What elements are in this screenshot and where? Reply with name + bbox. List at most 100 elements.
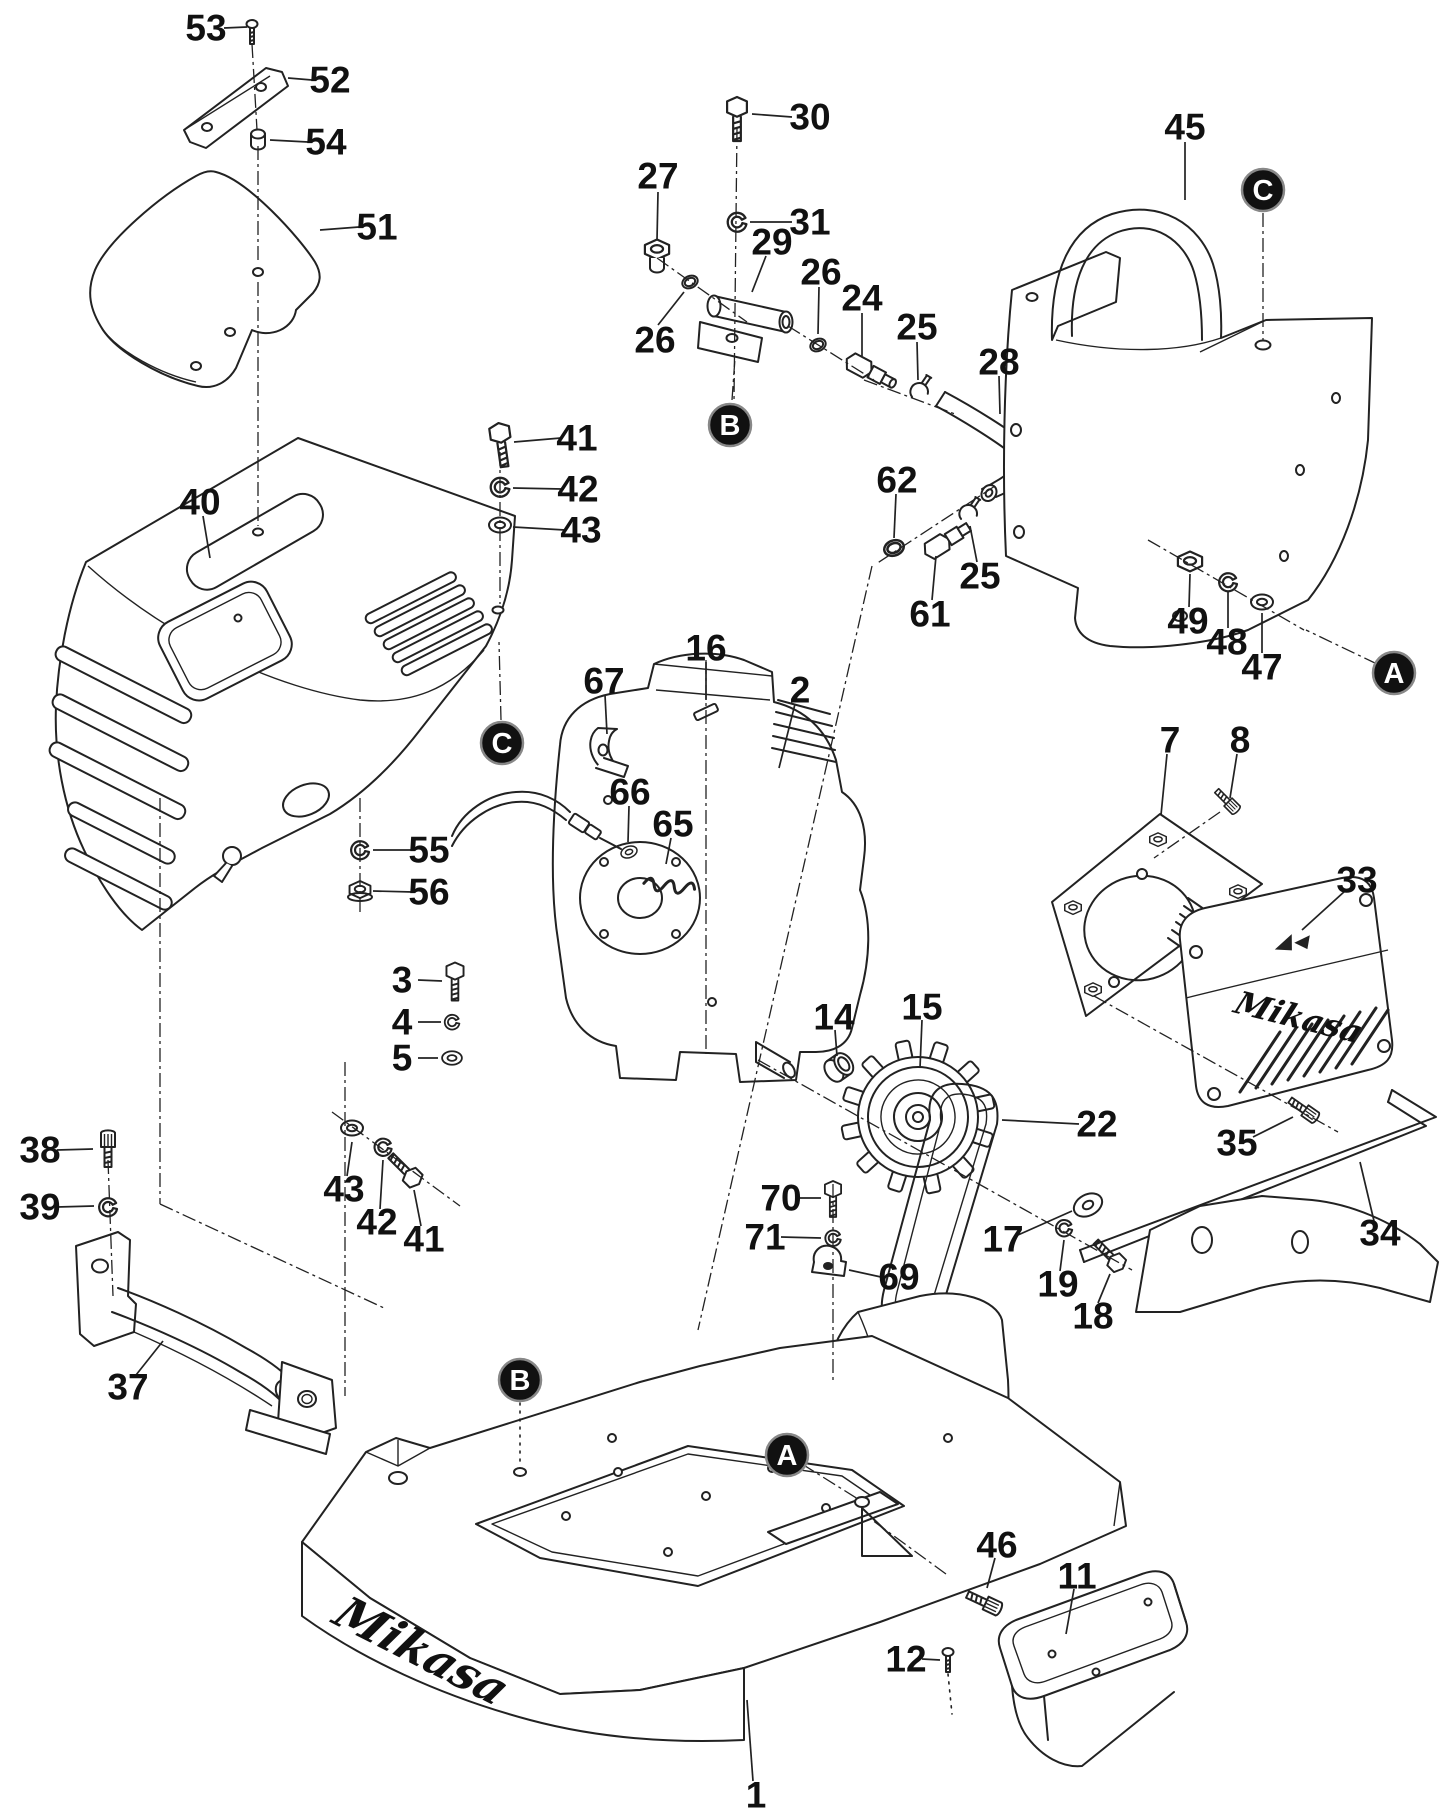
rubber-pad-11 bbox=[997, 1570, 1189, 1768]
leader-line bbox=[656, 191, 659, 241]
bolt-18 bbox=[1088, 1234, 1130, 1276]
clamp-69 bbox=[811, 1244, 847, 1277]
marker-letter-A: A bbox=[1384, 658, 1405, 690]
washer-17 bbox=[1072, 1192, 1104, 1218]
callout-31: 31 bbox=[789, 202, 830, 243]
callout-8: 8 bbox=[1230, 720, 1251, 761]
callout-52: 52 bbox=[309, 60, 350, 101]
leader-line bbox=[1001, 1119, 1080, 1125]
cover-plate-51 bbox=[89, 170, 321, 388]
callout-37: 37 bbox=[107, 1367, 148, 1408]
callout-35: 35 bbox=[1216, 1123, 1257, 1164]
callout-43: 43 bbox=[323, 1169, 364, 1210]
leader-line bbox=[1160, 753, 1168, 816]
callout-67: 67 bbox=[583, 661, 624, 702]
callout-19: 19 bbox=[1037, 1264, 1078, 1305]
callout-18: 18 bbox=[1072, 1296, 1113, 1337]
leader-line bbox=[657, 291, 685, 326]
hose-clamp-25b bbox=[954, 494, 986, 522]
assembly-marker-A: A bbox=[1371, 650, 1417, 696]
marker-letter-B: B bbox=[510, 1365, 531, 1397]
handle-37 bbox=[75, 1231, 337, 1455]
assembly-marker-C: C bbox=[1240, 167, 1286, 213]
lock-washer-39 bbox=[98, 1197, 119, 1218]
callout-22: 22 bbox=[1076, 1104, 1117, 1145]
bolt-41b bbox=[383, 1148, 427, 1192]
leader-line bbox=[513, 437, 562, 443]
callout-51: 51 bbox=[356, 207, 397, 248]
callout-43: 43 bbox=[560, 510, 601, 551]
callout-2: 2 bbox=[790, 670, 811, 711]
leader-line bbox=[1301, 890, 1346, 931]
callout-30: 30 bbox=[789, 97, 830, 138]
callout-62: 62 bbox=[876, 460, 917, 501]
callout-4: 4 bbox=[392, 1002, 413, 1043]
callout-53: 53 bbox=[185, 8, 226, 49]
leader-line bbox=[834, 1029, 838, 1057]
callout-27: 27 bbox=[637, 156, 678, 197]
marker-letter-A: A bbox=[777, 1440, 798, 1472]
leader-line bbox=[269, 139, 309, 143]
spring-65 bbox=[642, 876, 697, 895]
engine-hood-40 bbox=[48, 437, 516, 931]
callout-26: 26 bbox=[634, 320, 675, 361]
callout-46: 46 bbox=[976, 1525, 1017, 1566]
strip-52 bbox=[183, 67, 289, 149]
marker-leader bbox=[801, 1463, 859, 1500]
callout-14: 14 bbox=[813, 997, 855, 1038]
marker-letter-B: B bbox=[720, 410, 741, 442]
callout-26: 26 bbox=[800, 252, 841, 293]
leader-line bbox=[417, 979, 443, 982]
callout-28: 28 bbox=[978, 342, 1019, 383]
cable-clamp-67 bbox=[589, 727, 629, 778]
leader-line bbox=[780, 1236, 822, 1239]
callout-34: 34 bbox=[1359, 1213, 1401, 1254]
lock-washer-4 bbox=[443, 1013, 461, 1031]
leader-line bbox=[969, 525, 978, 563]
screw-53 bbox=[245, 19, 259, 45]
washer-43b bbox=[340, 1119, 364, 1137]
nut-27 bbox=[643, 238, 671, 274]
leader-line bbox=[512, 526, 566, 531]
leader-line bbox=[372, 890, 414, 893]
marker-letter-C: C bbox=[1253, 175, 1274, 207]
fuel-joint-61 bbox=[923, 522, 972, 560]
leader-line bbox=[817, 286, 820, 335]
callout-42: 42 bbox=[557, 469, 598, 510]
leader-line bbox=[848, 1269, 882, 1278]
bushing-14 bbox=[823, 1052, 855, 1083]
callout-69: 69 bbox=[878, 1257, 919, 1298]
bolt-3 bbox=[445, 961, 465, 1002]
clutch-15 bbox=[840, 1039, 996, 1195]
leader-line bbox=[379, 1159, 384, 1210]
leader-line bbox=[1188, 573, 1191, 608]
washer-47 bbox=[1250, 593, 1274, 611]
throttle-cable bbox=[451, 790, 622, 850]
marker-leader bbox=[731, 357, 736, 401]
callout-7: 7 bbox=[1160, 720, 1181, 761]
leader-line bbox=[916, 341, 919, 381]
leader-line bbox=[1059, 1239, 1065, 1272]
callout-29: 29 bbox=[751, 222, 792, 263]
callout-39: 39 bbox=[19, 1187, 60, 1228]
leader-line bbox=[665, 837, 672, 865]
callout-16: 16 bbox=[685, 628, 726, 669]
callout-55: 55 bbox=[408, 830, 449, 871]
leader-line bbox=[56, 1205, 95, 1208]
leader-line bbox=[627, 805, 630, 843]
callout-3: 3 bbox=[392, 960, 413, 1001]
leader-line bbox=[1065, 1588, 1075, 1635]
leader-line bbox=[512, 487, 563, 490]
callout-15: 15 bbox=[901, 987, 942, 1028]
leader-line bbox=[1252, 1116, 1294, 1138]
gasket-62 bbox=[880, 536, 908, 560]
leader-line bbox=[135, 1340, 164, 1376]
assembly-marker-B: B bbox=[497, 1357, 543, 1403]
callout-33: 33 bbox=[1336, 860, 1377, 901]
leader-line bbox=[346, 1141, 353, 1177]
callout-71: 71 bbox=[744, 1217, 785, 1258]
leader-line bbox=[223, 26, 248, 29]
base-plate-1: Mikasa bbox=[301, 1195, 1439, 1742]
